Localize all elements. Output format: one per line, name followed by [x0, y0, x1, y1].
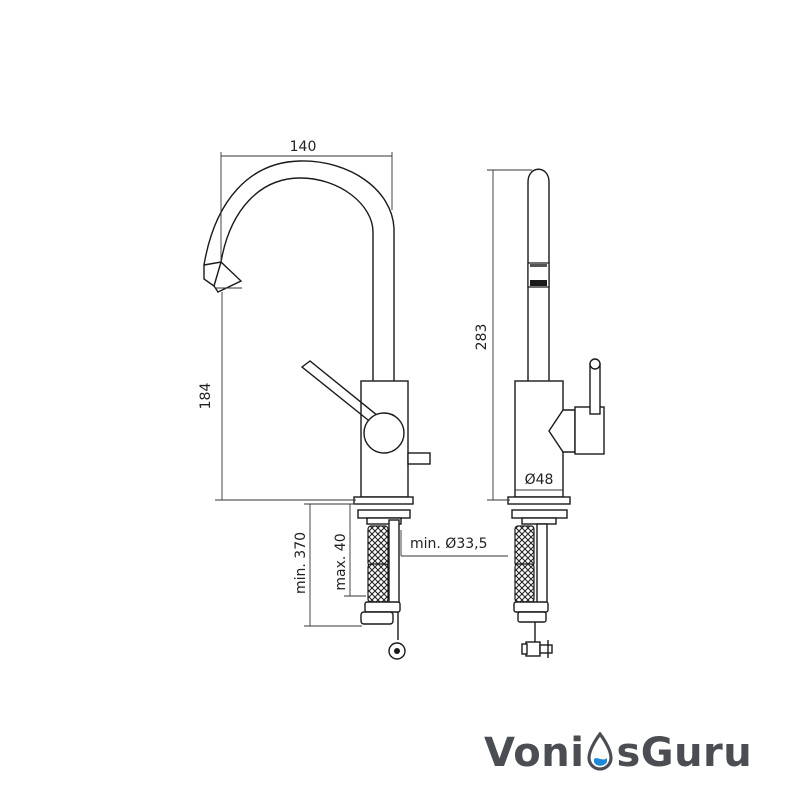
hose-lower	[367, 563, 389, 603]
front-view: 140 184 min. 370 max. 40 min. Ø33,5	[198, 139, 508, 660]
side-pin	[407, 452, 431, 465]
handle-hub	[363, 412, 405, 454]
spout-nozzle	[203, 261, 243, 293]
side-spout	[527, 168, 550, 382]
side-view: 283 Ø48	[474, 168, 605, 658]
spout-outer	[220, 177, 374, 382]
side-handle-block	[548, 409, 576, 453]
logo-text: Voni sGuru	[484, 728, 752, 776]
base-plate	[353, 496, 414, 505]
dim-total-height: 283	[474, 324, 490, 351]
side-lever	[589, 363, 601, 415]
spout-inner	[203, 160, 395, 382]
water-drop-icon	[587, 732, 614, 771]
dim-spout-reach: 140	[290, 139, 317, 155]
dim-hose-length: min. 370	[293, 532, 309, 594]
dim-spout-height: 184	[198, 383, 214, 410]
dim-max-deck: max. 40	[333, 533, 349, 590]
logo-text-before: Voni	[484, 730, 585, 776]
dim-hole-diameter: min. Ø33,5	[410, 536, 488, 552]
voniosguru-logo: Voni sGuru	[484, 722, 752, 782]
logo-text-after: sGuru	[616, 730, 753, 776]
hose-upper	[367, 525, 389, 567]
dim-body-diameter: Ø48	[525, 472, 554, 488]
